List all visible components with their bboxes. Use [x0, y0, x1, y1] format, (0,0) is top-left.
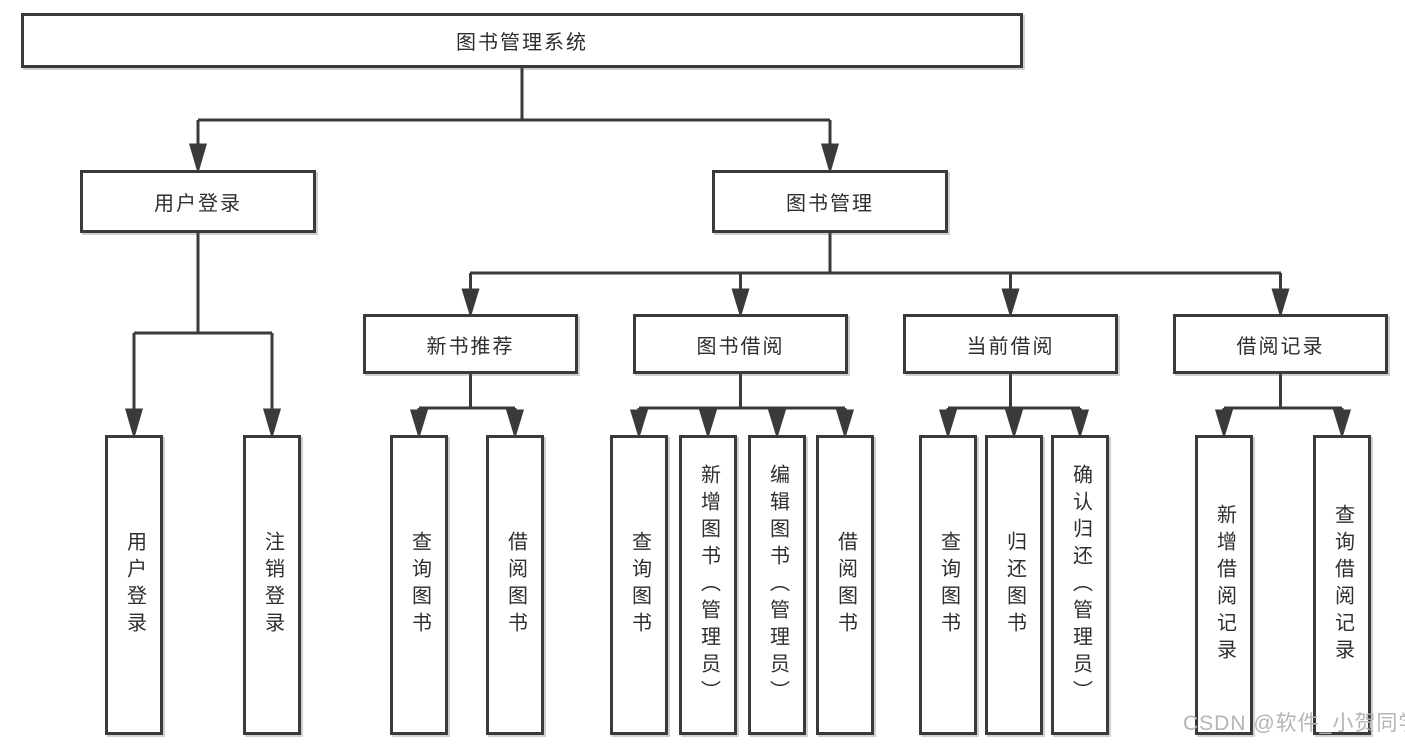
node-leaf-confirm-return-admin-label: 确认归还（管理员） — [1069, 463, 1092, 707]
node-leaf-add-borrow-record: 新增借阅记录 — [1195, 435, 1253, 735]
node-leaf-edit-books-admin: 编辑图书（管理员） — [748, 435, 806, 735]
edge-book-borrow-to-leaves — [629, 374, 855, 440]
edge-root-to-level2 — [189, 68, 839, 175]
node-library-system: 图书管理系统 — [21, 13, 1023, 68]
node-leaf-borrow-books-1: 借阅图书 — [486, 435, 544, 735]
node-leaf-return-books: 归还图书 — [985, 435, 1043, 735]
node-leaf-borrow-books-2-label: 借阅图书 — [834, 531, 857, 639]
node-leaf-query-borrow-record: 查询借阅记录 — [1313, 435, 1371, 735]
edge-book-mgmt-to-level3 — [461, 233, 1290, 319]
edge-user-login-to-leaves — [125, 233, 281, 440]
node-leaf-query-books-2-label: 查询图书 — [628, 531, 651, 639]
csdn-watermark: CSDN @软件_小贺同学 — [1183, 712, 1405, 735]
node-leaf-query-books-3: 查询图书 — [919, 435, 977, 735]
node-leaf-add-books-admin: 新增图书（管理员） — [679, 435, 737, 735]
node-leaf-user-login: 用户登录 — [105, 435, 163, 735]
node-leaf-add-books-admin-label: 新增图书（管理员） — [697, 463, 720, 707]
node-leaf-query-books-3-label: 查询图书 — [937, 531, 960, 639]
edge-borrow-records-to-leaves — [1214, 374, 1352, 440]
node-user-login: 用户登录 — [80, 170, 316, 233]
node-leaf-query-books-1: 查询图书 — [390, 435, 448, 735]
edge-current-borrow-to-leaves — [938, 374, 1090, 440]
node-new-book-recommend-label: 新书推荐 — [426, 335, 515, 358]
node-leaf-query-books-1-label: 查询图书 — [408, 531, 431, 639]
node-book-management: 图书管理 — [712, 170, 948, 233]
node-leaf-add-borrow-record-label: 新增借阅记录 — [1213, 504, 1236, 666]
node-leaf-query-books-2: 查询图书 — [610, 435, 668, 735]
node-book-borrowing-label: 图书借阅 — [696, 335, 785, 358]
node-borrowing-records: 借阅记录 — [1173, 314, 1388, 374]
node-leaf-borrow-books-1-label: 借阅图书 — [504, 531, 527, 639]
node-current-borrowing-label: 当前借阅 — [966, 335, 1055, 358]
node-borrowing-records-label: 借阅记录 — [1236, 335, 1325, 358]
node-book-borrowing: 图书借阅 — [633, 314, 848, 374]
node-user-login-label: 用户登录 — [154, 193, 242, 215]
node-leaf-logout-label: 注销登录 — [261, 531, 284, 639]
node-leaf-query-borrow-record-label: 查询借阅记录 — [1331, 504, 1354, 666]
node-leaf-edit-books-admin-label: 编辑图书（管理员） — [766, 463, 789, 707]
node-current-borrowing: 当前借阅 — [903, 314, 1118, 374]
node-leaf-return-books-label: 归还图书 — [1003, 531, 1026, 639]
edge-new-book-rec-to-leaves — [409, 374, 525, 440]
node-leaf-logout: 注销登录 — [243, 435, 301, 735]
node-library-system-label: 图书管理系统 — [456, 32, 588, 54]
node-book-management-label: 图书管理 — [786, 193, 874, 215]
node-leaf-user-login-label: 用户登录 — [123, 531, 146, 639]
node-leaf-confirm-return-admin: 确认归还（管理员） — [1051, 435, 1109, 735]
node-new-book-recommend: 新书推荐 — [363, 314, 578, 374]
node-leaf-borrow-books-2: 借阅图书 — [816, 435, 874, 735]
